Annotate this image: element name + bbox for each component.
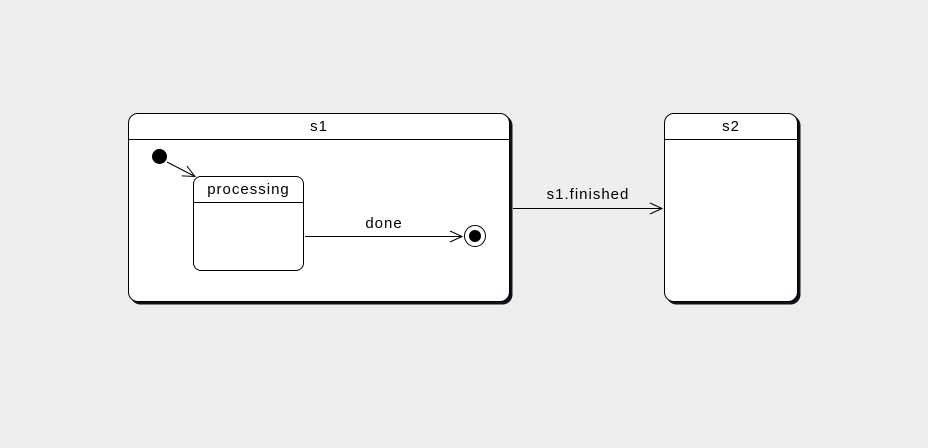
state-s1[interactable]: s1 (128, 113, 510, 302)
state-processing-title: processing (194, 177, 303, 203)
state-s1-title: s1 (129, 114, 509, 140)
state-s2[interactable]: s2 (664, 113, 798, 302)
state-s2-title: s2 (665, 114, 797, 140)
initial-state-icon[interactable] (152, 149, 167, 164)
final-state-icon[interactable] (464, 225, 486, 247)
state-processing[interactable]: processing (193, 176, 304, 271)
transition-label-s1-finished[interactable]: s1.finished (546, 186, 630, 203)
transition-label-done[interactable]: done (365, 215, 403, 232)
final-state-inner-dot (469, 230, 481, 242)
